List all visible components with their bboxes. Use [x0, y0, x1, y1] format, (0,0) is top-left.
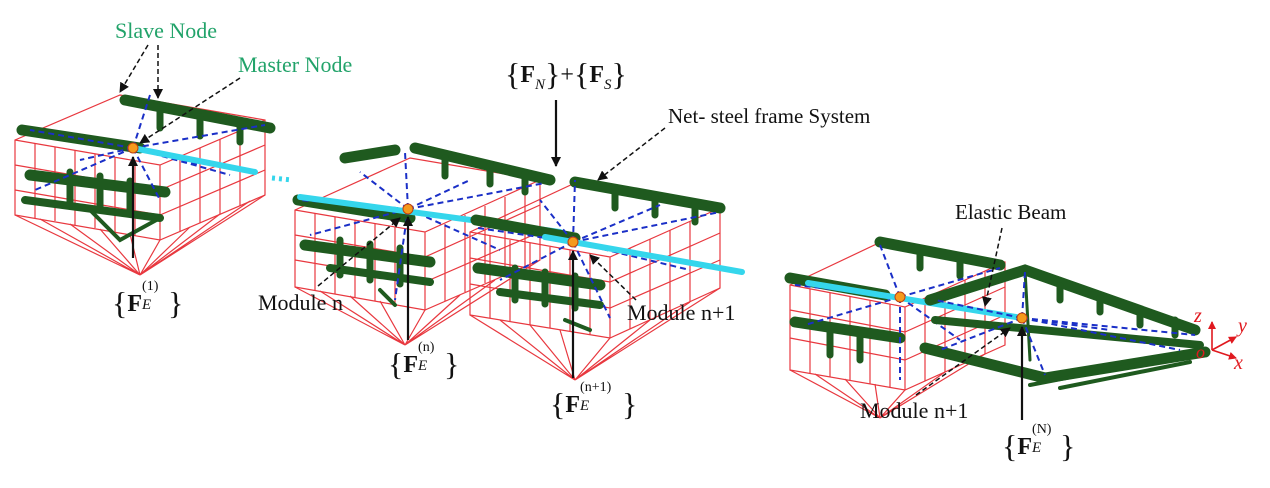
leader-lines: [119, 44, 1027, 420]
force-n1-label: {F(n+1)E}: [550, 380, 638, 422]
force-n-sub: E: [418, 358, 428, 374]
force-n1-sub: E: [580, 398, 590, 414]
mooring-cables-1: [29, 94, 266, 201]
master-node-n: [402, 203, 414, 215]
force-n1-letter: F: [565, 392, 581, 418]
force-top-plus: +: [560, 62, 574, 88]
continuation-dots-1: [271, 175, 293, 183]
module-n1: [469, 176, 745, 381]
net-steel-frame-label: Net- steel frame System: [668, 104, 871, 128]
elastic-beam-label: Elastic Beam: [955, 200, 1067, 224]
force-n-letter: F: [403, 352, 419, 378]
y-axis: [1211, 336, 1237, 351]
module-1: [14, 94, 276, 276]
force-1-letter: F: [127, 291, 143, 317]
module-n1-arrow-mid: [589, 254, 637, 301]
mooring-cables-n1: [477, 179, 721, 319]
master-node-N-left: [894, 291, 906, 303]
net-frame-1: [14, 94, 266, 276]
master-node-arrow: [139, 77, 241, 144]
floats-n: [292, 142, 556, 307]
force-top-sub-a: N: [535, 77, 546, 93]
floats-n1: [470, 176, 726, 332]
axis-x-label: x: [1234, 352, 1243, 374]
master-node-label: Master Node: [238, 52, 353, 77]
force-N-label: {F(N)E}: [1002, 422, 1076, 464]
module-N: [784, 236, 1211, 419]
net-frame-n: [294, 157, 541, 346]
force-top-letter-b: F: [589, 62, 604, 88]
module-n-arrow: [317, 217, 401, 287]
force-1-sub: E: [142, 297, 152, 313]
force-n1-sup: (n+1): [580, 380, 612, 395]
module-n1-label-right: Module n+1: [860, 398, 969, 423]
axes-triad: [1208, 321, 1237, 360]
force-top-label: {FN}+{FS}: [505, 56, 627, 93]
module-n1-arrow-right: [915, 327, 1011, 396]
force-n-sup: (n): [418, 340, 435, 355]
force-1-sup: (1): [142, 279, 159, 294]
floats-N-left: [784, 236, 1006, 364]
force-top-sub-b: S: [603, 77, 612, 93]
elastic-beam-N: [805, 280, 1025, 321]
force-N-sup: (N): [1032, 422, 1052, 437]
master-node-N-right: [1016, 312, 1028, 324]
module-n1-label-mid: Module n+1: [627, 300, 736, 325]
axis-o-label: o: [1196, 342, 1205, 362]
force-N-sub: E: [1032, 440, 1042, 456]
x-axis: [1211, 349, 1237, 360]
force-1-label: {F(1)E}: [112, 279, 184, 321]
module-n-label: Module n: [258, 290, 343, 315]
axis-y-label: y: [1238, 315, 1247, 337]
axis-z-label: z: [1194, 305, 1202, 327]
slave-node-label: Slave Node: [115, 18, 218, 43]
mooring-cables-N-right: [934, 271, 1196, 376]
module-n: [292, 142, 563, 346]
master-node-n1: [567, 236, 579, 248]
elastic-beam-arrow: [982, 227, 1003, 307]
elastic-beam-1: [130, 145, 258, 175]
force-N-letter: F: [1017, 434, 1033, 460]
end-truss-unit: [919, 264, 1211, 390]
master-node-1: [127, 142, 139, 154]
force-n-label: {F(n)E}: [388, 340, 460, 382]
slave-node-arrow-a: [119, 44, 149, 93]
net-frame-arrow: [597, 127, 666, 181]
force-top-letter-a: F: [520, 62, 536, 88]
